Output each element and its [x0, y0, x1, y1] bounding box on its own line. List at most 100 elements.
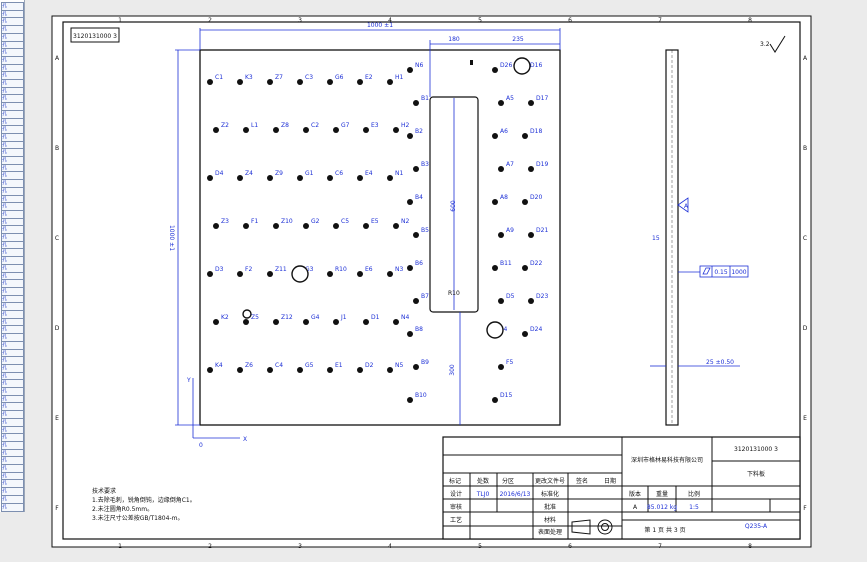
hole — [407, 397, 413, 403]
zone-number: 6 — [568, 543, 572, 550]
title-block: 标记 处数 分区 更改文件号 签名 日期 设计 TLJ0 2016/6/13 标… — [442, 436, 801, 540]
plate-outline — [199, 49, 561, 426]
svg-text:重量: 重量 — [656, 490, 668, 498]
hole — [413, 100, 419, 106]
hole-label: D1 — [371, 314, 380, 321]
hole-label: D5 — [506, 293, 515, 300]
hole-label: B2 — [415, 128, 423, 135]
svg-text:300: 300 — [449, 364, 456, 376]
svg-text:235: 235 — [512, 36, 524, 43]
hole-label: G2 — [311, 218, 320, 225]
hole-label: B9 — [421, 359, 429, 366]
hole-label: N3 — [395, 266, 403, 273]
svg-text:材料: 材料 — [544, 516, 556, 524]
hole — [413, 166, 419, 172]
hole — [243, 319, 249, 325]
hole-label: B1 — [421, 95, 429, 102]
hole-label: K3 — [245, 74, 253, 81]
hole-label: D23 — [536, 293, 548, 300]
hole-label: D17 — [536, 95, 548, 102]
zone-letter: C — [55, 235, 59, 242]
zone-number: 1 — [118, 17, 122, 24]
hole-label: F2 — [245, 266, 252, 273]
hole-label: A7 — [506, 161, 514, 168]
hole-label: B6 — [415, 260, 423, 267]
hole — [303, 127, 309, 133]
hole — [327, 271, 333, 277]
plate-features: C1Z2D4Z3D3K2K4K3L1Z4F1F2Z5Z6Z7Z8Z9Z10Z11… — [207, 57, 548, 403]
svg-text:180: 180 — [448, 36, 460, 43]
hole — [522, 331, 528, 337]
hole-label: A5 — [506, 95, 514, 102]
zone-letter: C — [803, 235, 807, 242]
hole-label: B11 — [500, 260, 512, 267]
svg-text:标准化: 标准化 — [541, 490, 559, 498]
svg-text:日期: 日期 — [604, 477, 616, 485]
hole-label: N1 — [395, 170, 403, 177]
hole — [297, 175, 303, 181]
drawing-no-box-text: 3120131000 3 — [73, 33, 117, 40]
notes-heading: 技术要求 — [92, 487, 116, 495]
hole — [407, 133, 413, 139]
hole — [387, 271, 393, 277]
hole-label: E2 — [365, 74, 373, 81]
hole-label: D24 — [530, 326, 542, 333]
zone-letter: D — [55, 325, 60, 332]
slot-offset-dimension: 300 — [449, 312, 461, 425]
top-right-dimensions: 180 235 — [429, 36, 560, 97]
hole — [492, 265, 498, 271]
svg-text:1:5: 1:5 — [689, 504, 699, 511]
feature-tree-panel: 孔孔孔孔孔孔孔孔孔孔孔孔孔孔孔孔孔孔孔孔孔孔孔孔孔孔孔孔孔孔孔孔孔孔孔孔孔孔孔孔… — [0, 0, 25, 512]
thickness-dimension: 25 ±0.50 — [650, 359, 740, 367]
hole-label: F1 — [251, 218, 258, 225]
svg-text:标记: 标记 — [449, 477, 461, 485]
hole-label: G4 — [311, 314, 320, 321]
projection-symbol-icon — [571, 519, 613, 535]
slot-width-label: R10 — [448, 290, 460, 297]
hole — [522, 133, 528, 139]
svg-text:X: X — [243, 436, 247, 443]
hole — [492, 199, 498, 205]
hole-label: L1 — [251, 122, 258, 129]
hole — [522, 199, 528, 205]
hole-label: G1 — [305, 170, 314, 177]
zone-number: 4 — [388, 543, 392, 550]
hole — [237, 79, 243, 85]
tree-item[interactable]: 孔 — [1, 502, 24, 512]
hole — [492, 133, 498, 139]
hole — [387, 175, 393, 181]
svg-text:0: 0 — [199, 442, 203, 449]
overall-width-label: 1000 ±1 — [367, 22, 393, 29]
hole — [393, 223, 399, 229]
hole — [357, 79, 363, 85]
hole — [393, 319, 399, 325]
svg-text:A: A — [633, 504, 638, 511]
hole — [333, 223, 339, 229]
hole — [267, 175, 273, 181]
notes-line-3: 3.未注尺寸公差按GB/T1804-m。 — [92, 514, 183, 522]
hole — [273, 223, 279, 229]
notes-line-2: 2.未注圆角R0.5mm。 — [92, 505, 153, 513]
zone-number: 6 — [568, 17, 572, 24]
hole-label: N6 — [415, 62, 423, 69]
hole — [498, 166, 504, 172]
hole-label: Z7 — [275, 74, 283, 81]
hole-label: C4 — [275, 362, 283, 369]
svg-text:0.15: 0.15 — [714, 269, 728, 276]
hole-label: A6 — [500, 128, 508, 135]
hole — [357, 271, 363, 277]
zone-number: 8 — [748, 543, 752, 550]
hole-label: E3 — [371, 122, 379, 129]
material-label: Q235-A — [745, 523, 768, 530]
hole — [393, 127, 399, 133]
hole — [498, 298, 504, 304]
hole — [267, 271, 273, 277]
boss-hole — [486, 321, 504, 339]
hole — [297, 79, 303, 85]
zone-number: 1 — [118, 543, 122, 550]
hole — [387, 367, 393, 373]
hole — [213, 223, 219, 229]
hole — [522, 265, 528, 271]
svg-text:批准: 批准 — [544, 503, 556, 511]
